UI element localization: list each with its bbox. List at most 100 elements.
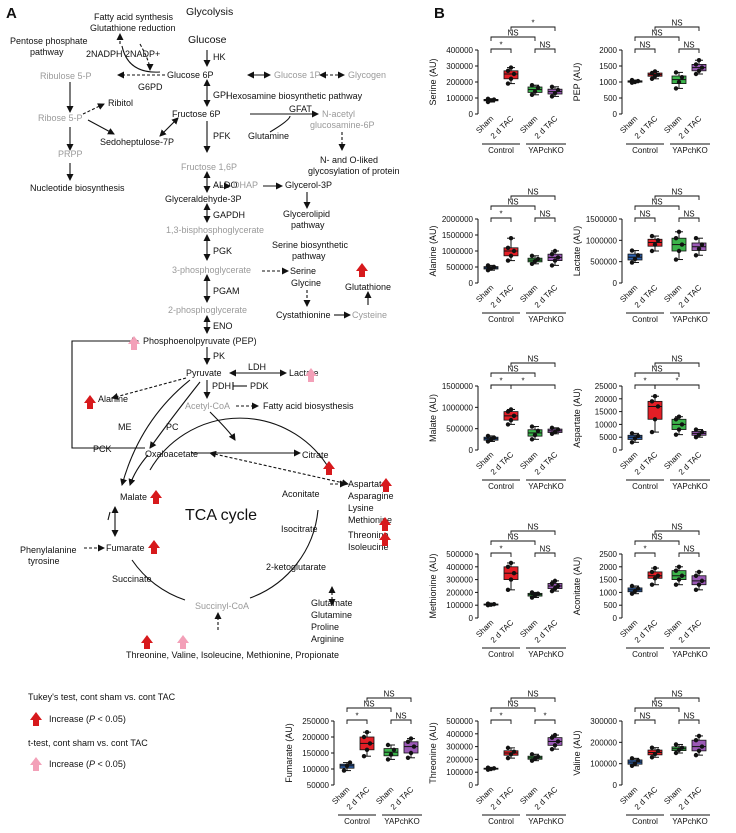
significance-bracket: [490, 384, 556, 389]
node-hbp: Hexosamine biosynthetic pathway: [226, 91, 363, 101]
condition-label-yapchko: YAPchKO: [672, 315, 707, 324]
significance-bracket: [510, 697, 556, 702]
y-tick-label: 10000: [595, 420, 618, 429]
data-point: [347, 760, 353, 765]
data-point: [529, 590, 535, 595]
node-ppp2: pathway: [30, 47, 64, 57]
data-point: [632, 588, 638, 594]
red-up-arrow-icon: [380, 478, 392, 492]
data-point: [367, 741, 373, 746]
node-ppp1: Pentose phosphate: [10, 36, 88, 46]
node-nacetyl1: N-acetyl: [322, 109, 355, 119]
node-nucleotide: Nucleotide biosynthesis: [30, 183, 125, 193]
significance-label: *: [643, 377, 646, 386]
pink-up-arrow-icon: [305, 368, 317, 382]
data-point: [629, 77, 635, 83]
significance-bracket: [634, 552, 656, 557]
significance-bracket: [654, 362, 700, 367]
data-point: [529, 261, 535, 266]
data-point: [632, 256, 638, 262]
significance-label: *: [531, 19, 534, 28]
y-axis-label: Methionine (AU): [428, 553, 438, 618]
node-nolink2: glycosylation of protein: [308, 166, 400, 176]
legend-tukey: Tukey's test, cont sham vs. cont TAC: [28, 692, 176, 702]
significance-label: NS: [527, 188, 538, 197]
y-tick-label: 0: [613, 614, 618, 623]
data-point: [679, 422, 685, 427]
panel-label-a: A: [6, 5, 17, 22]
node-pep: Phosphoenolpyruvate (PEP): [143, 336, 257, 346]
significance-bracket: [346, 707, 392, 712]
node-lysine: Lysine: [348, 503, 374, 513]
y-tick-label: 1500: [599, 62, 617, 71]
node-fru16: Fructose 1,6P: [181, 162, 237, 172]
data-point: [652, 242, 658, 247]
data-point: [679, 745, 685, 750]
data-point: [505, 258, 511, 263]
condition-label-control: Control: [488, 315, 514, 324]
y-tick-label: 100000: [446, 94, 473, 103]
y-tick-label: 500000: [446, 425, 473, 434]
significance-label: NS: [395, 712, 406, 721]
node-pck: PCK: [93, 444, 112, 454]
node-fumarate: Fumarate: [106, 543, 145, 553]
node-pg2: 2-phosphoglycerate: [168, 305, 247, 315]
significance-label: NS: [527, 523, 538, 532]
y-tick-label: 250000: [302, 717, 329, 726]
y-tick-label: 200000: [302, 733, 329, 742]
significance-bracket: [654, 530, 700, 535]
y-tick-label: 150000: [302, 749, 329, 758]
node-pgam: PGAM: [213, 286, 240, 296]
data-point: [673, 236, 679, 241]
data-point: [693, 752, 699, 758]
data-point: [629, 756, 635, 761]
node-methionine: Methionine: [348, 515, 392, 525]
node-glycolysis: Glycolysis: [186, 6, 233, 18]
significance-label: NS: [683, 210, 694, 219]
significance-bracket: [346, 719, 368, 724]
significance-bracket: [490, 719, 512, 724]
y-tick-label: 500: [604, 94, 618, 103]
node-glutamine2: Glutamine: [311, 610, 352, 620]
data-point: [341, 768, 347, 773]
y-axis-label: Serine (AU): [428, 58, 438, 105]
data-point: [649, 745, 655, 750]
data-point: [491, 766, 497, 771]
data-point: [673, 70, 679, 75]
data-point: [649, 429, 655, 435]
data-point: [535, 754, 541, 760]
node-citrate: Citrate: [302, 450, 329, 460]
condition-label-control: Control: [344, 817, 370, 826]
data-point: [673, 257, 679, 262]
significance-label: NS: [639, 712, 650, 721]
data-point: [655, 573, 661, 578]
y-tick-label: 1500: [599, 576, 617, 585]
data-point: [532, 89, 538, 94]
condition-label-yapchko: YAPchKO: [384, 817, 419, 826]
significance-label: NS: [539, 210, 550, 219]
significance-bracket: [534, 719, 556, 724]
significance-bracket: [678, 48, 700, 53]
y-axis-label: Fumarate (AU): [284, 723, 294, 783]
node-arginine: Arginine: [311, 634, 344, 644]
significance-bracket: [510, 195, 556, 200]
y-axis-label: Malate (AU): [428, 394, 438, 442]
data-point: [676, 577, 682, 582]
y-tick-label: 1500000: [442, 382, 474, 391]
data-point: [388, 752, 394, 757]
chart-methionine: 0100000200000300000400000500000Methionin…: [428, 523, 566, 659]
data-point: [408, 750, 414, 756]
data-point: [529, 83, 535, 88]
node-proline: Proline: [311, 622, 339, 632]
data-point: [385, 757, 391, 762]
y-tick-label: 100000: [590, 760, 617, 769]
node-pdk: PDK: [250, 381, 269, 391]
y-tick-label: 1000000: [586, 236, 618, 245]
data-point: [649, 399, 655, 404]
significance-label: NS: [363, 700, 374, 709]
node-sbp2: pathway: [292, 251, 326, 261]
y-tick-label: 500000: [446, 717, 473, 726]
significance-bracket: [634, 372, 680, 377]
data-point: [555, 583, 561, 589]
